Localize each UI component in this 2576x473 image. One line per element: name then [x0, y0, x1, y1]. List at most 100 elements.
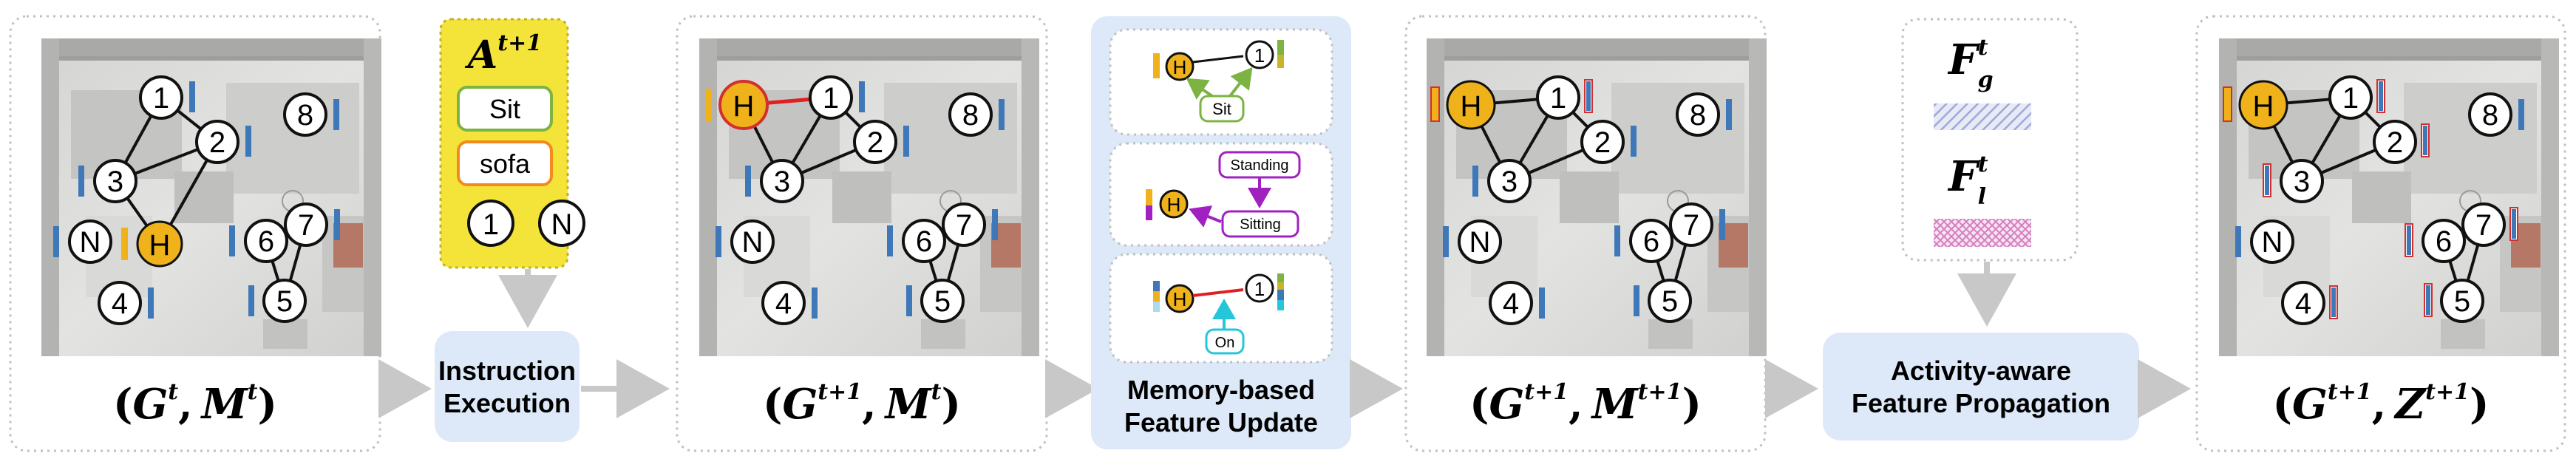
graph-node-5: 5: [2440, 279, 2484, 323]
svg-text:1: 1: [483, 208, 499, 241]
svg-text:N: N: [2262, 226, 2283, 259]
svg-text:6: 6: [258, 225, 274, 258]
on-tag: [1205, 328, 1245, 355]
graph-node-7: 7: [284, 203, 328, 247]
svg-text:Instruction: Instruction: [438, 355, 576, 386]
svg-text:N: N: [742, 226, 764, 259]
graph-node-6: 6: [244, 219, 288, 263]
svg-text:6: 6: [916, 225, 932, 258]
graph-node-7: 7: [2461, 203, 2506, 247]
propagation-box: Activity-aware Feature Propagation: [1823, 333, 2139, 440]
action-label: Sit: [489, 94, 520, 124]
graph-node-h: H: [136, 220, 183, 268]
memory-update-panel: H 1 Sit Standing Sitting H H 1: [1091, 16, 1351, 449]
svg-text:4: 4: [1503, 287, 1519, 320]
svg-text:N: N: [551, 208, 573, 241]
graph-node-3: 3: [1487, 159, 1532, 203]
graph-node-n: N: [68, 220, 112, 264]
stage2-label: (Gt+1,Mt): [763, 379, 961, 429]
graph-node-8: 8: [2468, 92, 2512, 137]
sitting-tag: [1221, 210, 1299, 238]
graph-node-1: 1: [139, 75, 183, 120]
svg-text:3: 3: [2294, 166, 2310, 198]
svg-text:1: 1: [1254, 278, 1265, 300]
graph-node-6: 6: [2422, 219, 2466, 263]
svg-text:H: H: [149, 229, 171, 262]
object-box: [457, 140, 553, 186]
graph-node-n: N: [1458, 220, 1502, 264]
graph-node-6: 6: [1629, 219, 1673, 263]
svg-text:7: 7: [2475, 209, 2492, 242]
graph-node-2: 2: [2373, 120, 2417, 164]
memory-title-line1: Memory-based: [1127, 375, 1315, 405]
graph-node-3: 3: [93, 159, 137, 203]
svg-text:4: 4: [775, 287, 792, 320]
graph-node-2: 2: [1580, 120, 1625, 164]
graph-node-8: 8: [283, 92, 327, 137]
svg-text:H: H: [1461, 90, 1482, 123]
svg-text:H: H: [1173, 56, 1187, 78]
graph-node-h: H: [718, 80, 769, 130]
svg-text:2: 2: [1594, 126, 1611, 159]
svg-text:6: 6: [2436, 225, 2452, 258]
instruction-title: At+1: [464, 30, 542, 78]
svg-text:Sit: Sit: [1212, 100, 1231, 118]
svg-text:8: 8: [2482, 99, 2498, 132]
graph-node-5: 5: [920, 279, 965, 323]
svg-text:7: 7: [298, 209, 314, 242]
svg-text:5: 5: [1662, 285, 1678, 318]
action-box: [457, 86, 553, 132]
stage3-label: (Gt+1,Mt+1): [1469, 379, 1702, 429]
graph-node-n: N: [730, 220, 775, 264]
svg-text:Standing: Standing: [1231, 157, 1289, 174]
svg-text:H: H: [1167, 194, 1181, 216]
svg-text:5: 5: [2454, 285, 2470, 318]
svg-text:8: 8: [1690, 99, 1706, 132]
graph-node-5: 5: [1648, 279, 1692, 323]
graph-node-7: 7: [942, 203, 986, 247]
graph-node-h: H: [2238, 80, 2288, 130]
svg-text:3: 3: [107, 166, 123, 198]
graph-node-2: 2: [853, 120, 897, 164]
svg-text:1: 1: [1254, 44, 1265, 67]
instruction-execution-box: Instruction Execution: [435, 331, 580, 442]
graph-node-5: 5: [262, 279, 307, 323]
svg-text:1: 1: [2342, 82, 2359, 115]
svg-text:8: 8: [297, 99, 313, 132]
stage1-label: (Gt,Mt): [113, 379, 277, 429]
graph-node-1: 1: [809, 75, 853, 120]
svg-text:H: H: [2253, 90, 2274, 123]
sit-tag: [1199, 95, 1245, 123]
memory-title-line2: Feature Update: [1124, 407, 1318, 438]
svg-text:4: 4: [2295, 287, 2311, 320]
svg-text:Activity-aware: Activity-aware: [1891, 355, 2071, 386]
global-feature-swatch: [1934, 103, 2031, 130]
svg-text:6: 6: [1643, 225, 1659, 258]
stage4-label: (Gt+1,Zt+1): [2273, 379, 2490, 429]
svg-text:7: 7: [1683, 209, 1699, 242]
graph-node-4: 4: [98, 281, 142, 325]
svg-text:1: 1: [823, 82, 839, 115]
svg-text:Feature Propagation: Feature Propagation: [1852, 388, 2110, 418]
graph-node-1: 1: [2328, 75, 2373, 120]
svg-text:5: 5: [934, 285, 951, 318]
graph-node-3: 3: [760, 159, 804, 203]
svg-text:1: 1: [1550, 82, 1566, 115]
svg-text:On: On: [1215, 335, 1235, 351]
instruction-panel: At+1 Sit sofa 1 N: [439, 18, 585, 269]
graph-node-2: 2: [195, 120, 239, 164]
stage4-panel: 1 2 3 H 8 N 6 7 5 4 (Gt+1,Zt+1): [2195, 15, 2566, 452]
svg-text:1: 1: [153, 82, 169, 115]
graph-node-6: 6: [902, 219, 946, 263]
svg-text:2: 2: [867, 126, 883, 159]
target-node-1: [467, 200, 514, 247]
graph-node-h: H: [1446, 80, 1496, 130]
object-label: sofa: [480, 149, 531, 179]
svg-text:2: 2: [209, 126, 225, 159]
svg-text:H: H: [1173, 288, 1187, 310]
svg-text:H: H: [733, 90, 755, 123]
svg-text:8: 8: [962, 99, 979, 132]
